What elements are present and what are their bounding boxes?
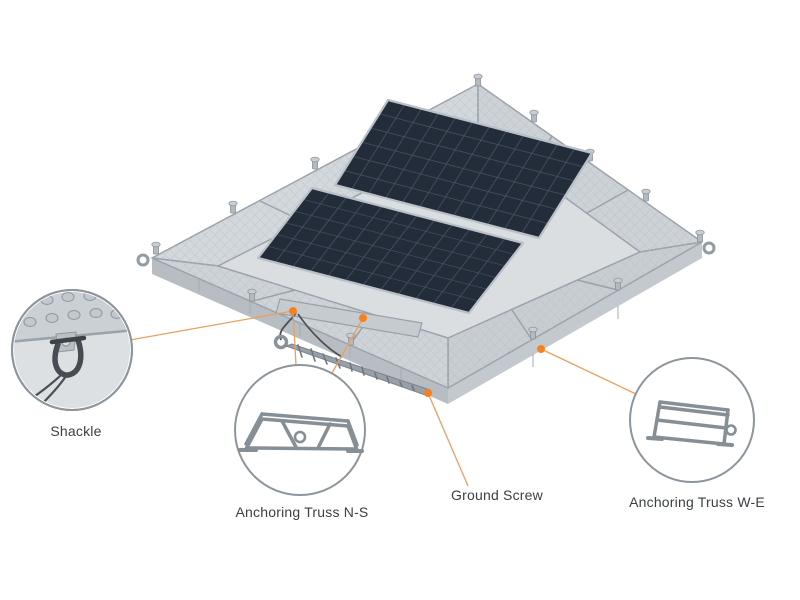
truss-we-icon <box>646 400 737 447</box>
platform-side-right <box>448 242 702 404</box>
solar-panel-north <box>333 98 594 240</box>
label-ground-screw: Ground Screw <box>451 487 543 503</box>
leader-lines <box>129 310 637 487</box>
truss-we-callout <box>629 357 755 483</box>
screw-eye <box>273 334 289 350</box>
label-shackle: Shackle <box>50 423 102 439</box>
anchor-point-dots <box>289 307 545 397</box>
shackle-callout <box>11 289 133 411</box>
label-truss-ns: Anchoring Truss N-S <box>235 504 369 520</box>
truss-ns-callout <box>234 364 366 496</box>
solar-panel-south <box>256 186 525 315</box>
truss-ns-icon <box>238 412 364 453</box>
anchor-rope-2 <box>297 313 343 358</box>
label-truss-we: Anchoring Truss W-E <box>629 494 765 510</box>
solar-panel-array <box>256 98 594 315</box>
anchor-plate <box>275 298 423 338</box>
